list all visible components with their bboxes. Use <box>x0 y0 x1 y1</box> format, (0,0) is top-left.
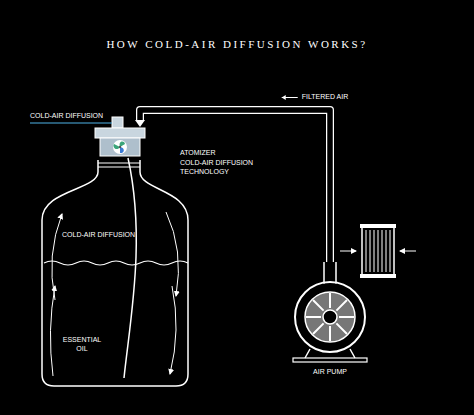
flow-arrow <box>50 286 55 376</box>
neck-thread <box>98 163 140 167</box>
part-label: COLD-AIR DIFFUSION <box>30 112 103 121</box>
arrowhead <box>135 120 145 127</box>
pipe-wall <box>140 110 330 262</box>
bottle-outline <box>42 160 188 386</box>
pipe-bore <box>140 110 330 262</box>
leader-line <box>30 123 112 124</box>
flow-arrow <box>170 286 176 374</box>
intake-arrow <box>340 251 356 252</box>
cap-body <box>100 138 140 156</box>
atomizer-cap: ATOMIZERCOLD-AIR DIFFUSION TECHNOLOGY <box>95 128 145 158</box>
flow-direction-head <box>282 95 286 100</box>
node-label: AIR PUMP <box>285 368 375 377</box>
bottle: COLD-AIR DIFFUSION ESSENTIAL OIL <box>40 160 190 388</box>
air-pipe <box>135 95 330 262</box>
node-label: COLD-AIR DIFFUSION <box>62 231 135 240</box>
node-sublabel: ESSENTIAL OIL <box>62 336 102 354</box>
air-pump: AIR PUMP <box>285 262 375 362</box>
title: HOW COLD-AIR DIFFUSION WORKS? <box>0 38 474 50</box>
cap-plate <box>95 128 145 138</box>
fan-icon <box>113 140 127 154</box>
node-label: ATOMIZER <box>180 149 216 158</box>
edge-label: FILTERED AIR <box>302 93 349 102</box>
node-sublabel: COLD-AIR DIFFUSION TECHNOLOGY <box>180 159 262 177</box>
air-pump-outline <box>285 262 375 362</box>
dip-tube <box>124 158 136 378</box>
nozzle <box>112 117 123 128</box>
bottle-outline <box>40 160 190 388</box>
intake-arrow <box>400 251 416 252</box>
atomizer-cap-outline <box>95 128 145 158</box>
oil-surface <box>44 261 188 265</box>
flow-arrow <box>166 212 178 296</box>
pump-body <box>293 262 367 362</box>
flow-arrow <box>52 214 62 300</box>
air-filter <box>360 224 396 278</box>
